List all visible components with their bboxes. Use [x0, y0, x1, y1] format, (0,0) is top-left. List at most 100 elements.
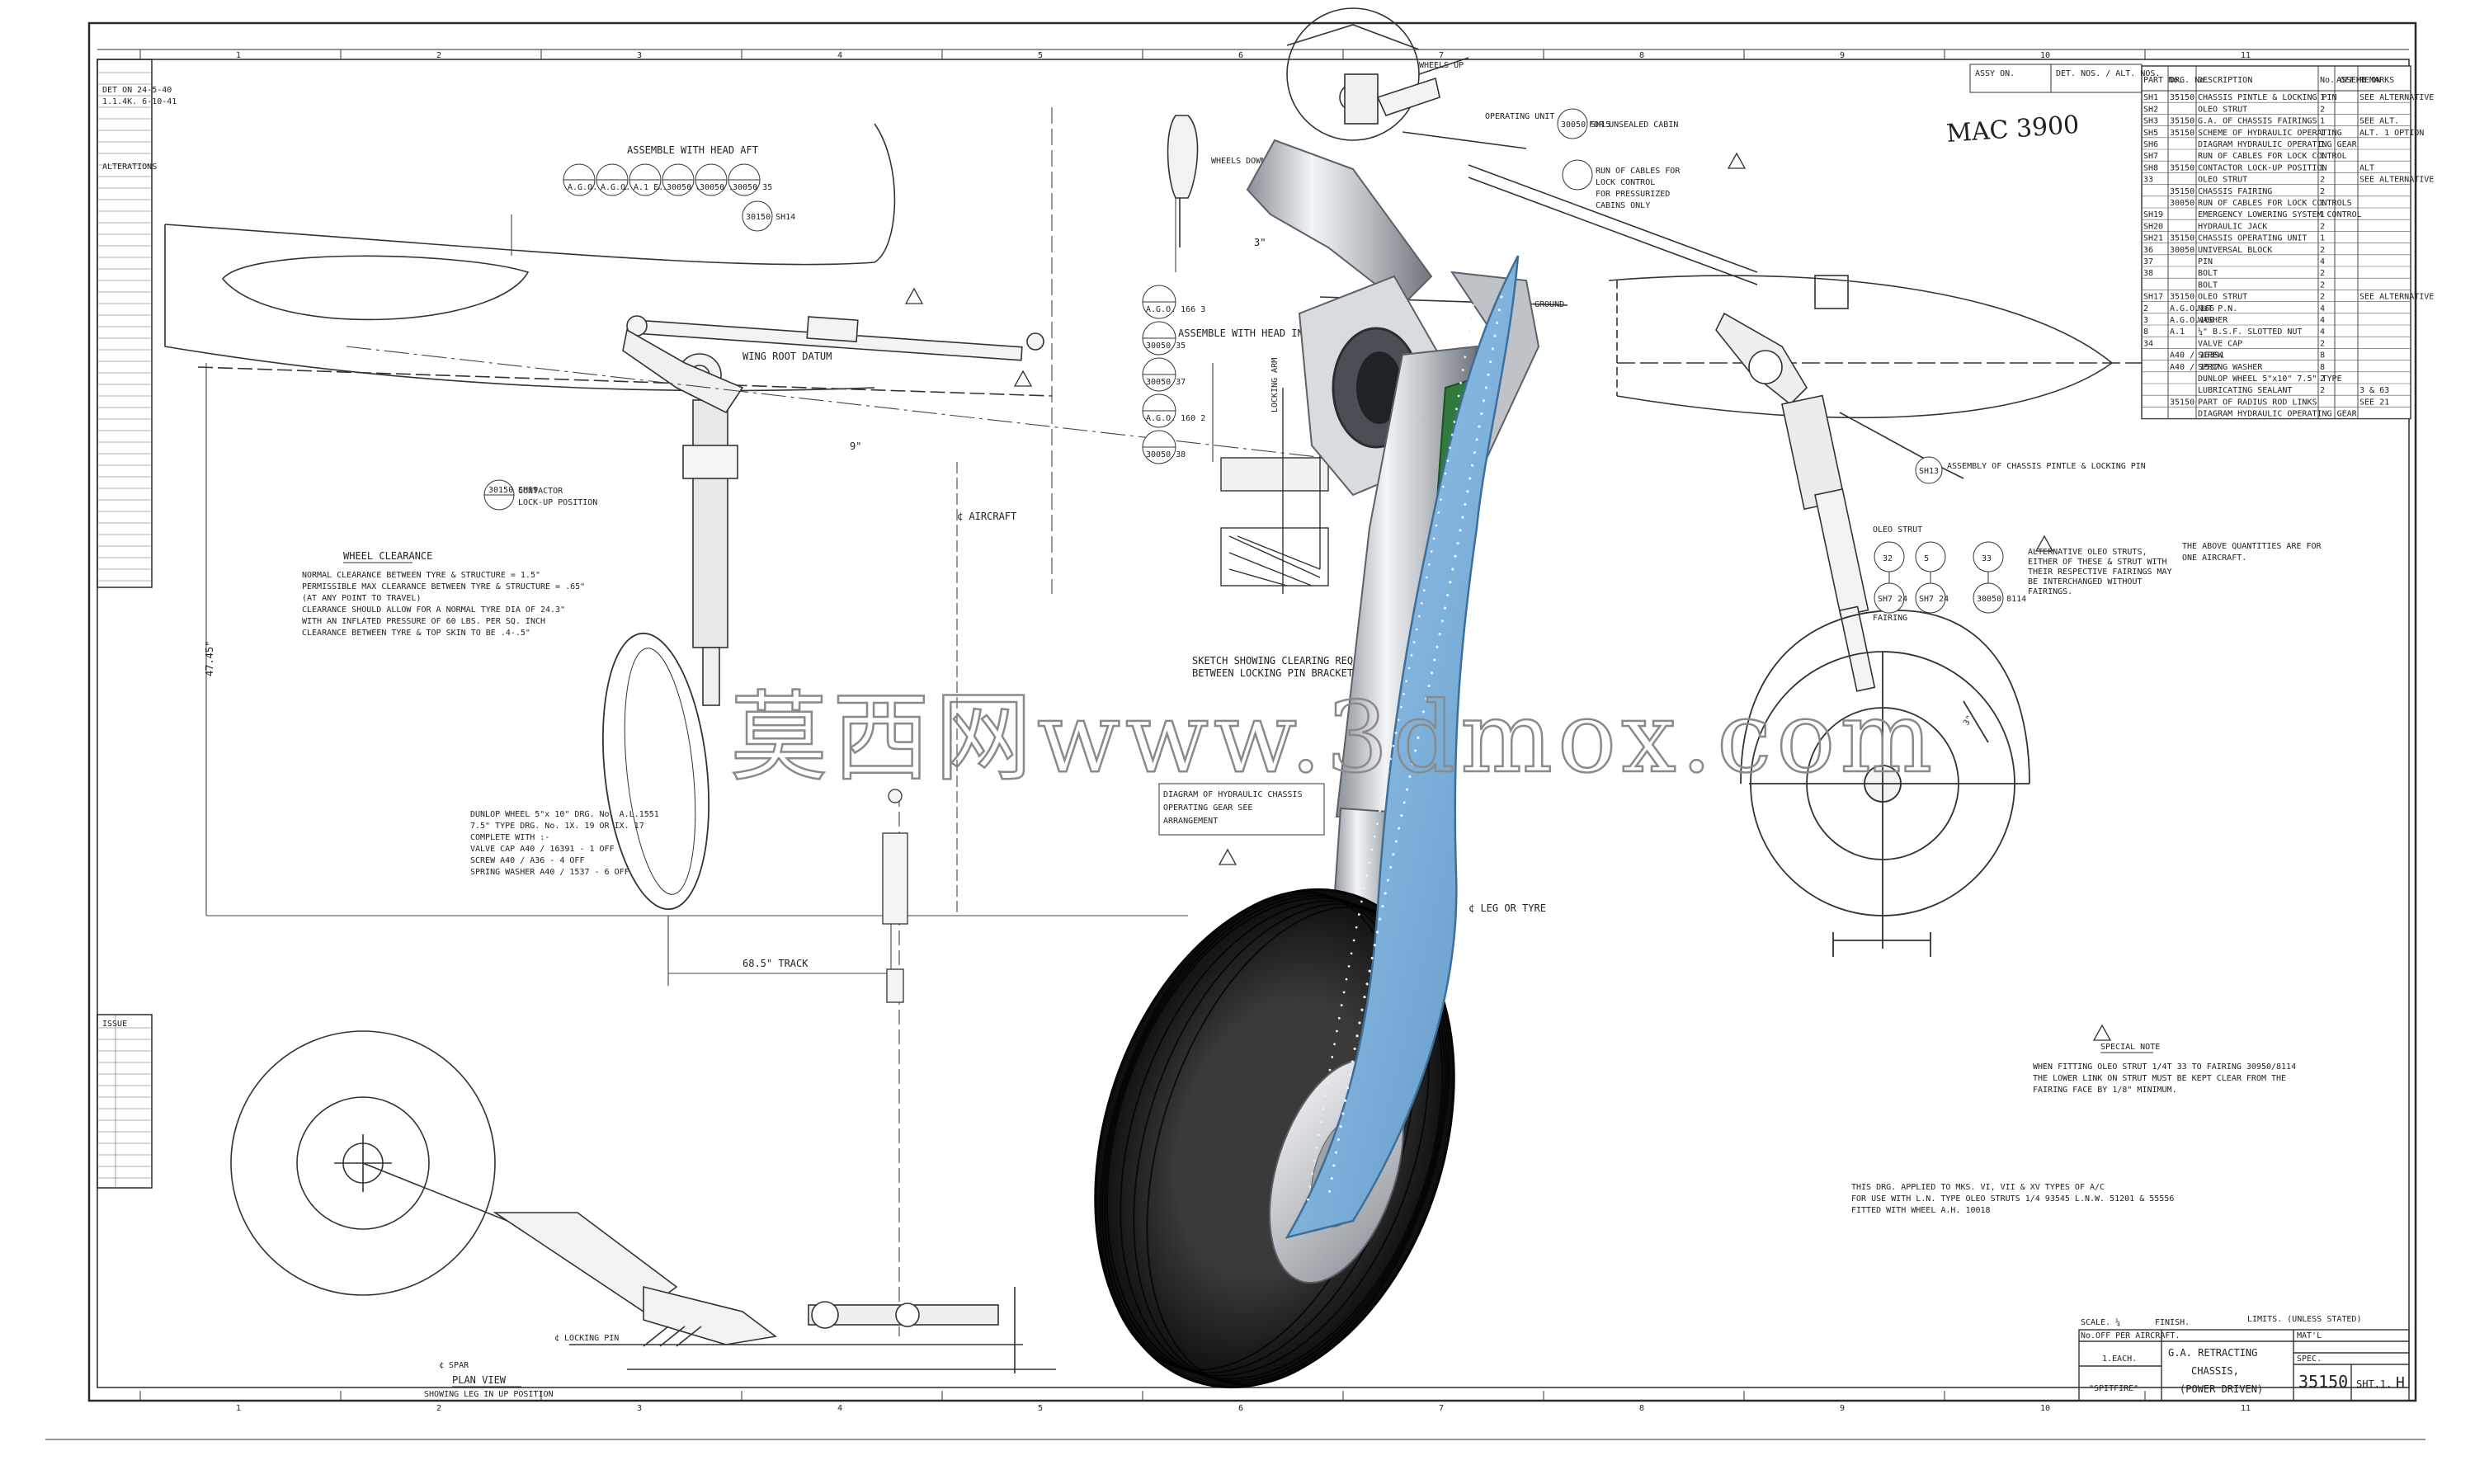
- spar-label: ¢ SPAR: [439, 1361, 469, 1370]
- wheel-clearance-line: NORMAL CLEARANCE BETWEEN TYRE & STRUCTUR…: [302, 571, 540, 580]
- column-number-top: 5: [1038, 51, 1043, 60]
- table-cell: 1: [2320, 117, 2325, 126]
- alt-strut-note: ALTERNATIVE OLEO STRUTS,EITHER OF THESE …: [2028, 548, 2172, 596]
- table-cell: 2: [2320, 246, 2325, 255]
- sheet-frame: [45, 21, 2426, 1440]
- issue-label: ISSUE: [102, 1020, 127, 1029]
- table-cell: RUN OF CABLES FOR LOCK CONTROLS: [2198, 199, 2352, 208]
- landing-gear-render: [1094, 139, 1540, 1389]
- table-cell: 1: [2320, 199, 2325, 208]
- table-cell: 35150: [2170, 234, 2194, 243]
- list-heading-2: 1.1.4K. 6-10-41: [102, 97, 177, 106]
- table-cell: 2: [2320, 105, 2325, 114]
- table-cell: SEE ALT.: [2360, 117, 2399, 126]
- table-cell: SEE ALTERNATIVE: [2360, 293, 2434, 302]
- table-cell: 1: [2320, 152, 2325, 161]
- table-cell: 30050: [2170, 199, 2194, 208]
- table-cell: A40 / 16391: [2170, 351, 2224, 360]
- table-cell: A40 / 1537: [2170, 363, 2219, 372]
- spec-label: SPEC.: [2297, 1354, 2322, 1364]
- table-cell: 2: [2320, 339, 2325, 348]
- hydraulic-note: DIAGRAM OF HYDRAULIC CHASSIS OPERATING G…: [1158, 783, 1325, 836]
- wheel-clearance-line: (AT ANY POINT TO TRAVEL): [302, 594, 422, 603]
- column-number-top: 9: [1840, 51, 1845, 60]
- table-cell: EMERGENCY LOWERING SYSTEM CONTROL: [2198, 210, 2362, 219]
- table-cell: 4: [2320, 327, 2325, 337]
- table-header: No. OFF: [2320, 76, 2355, 85]
- tyre-edge-left: [601, 632, 710, 911]
- strut-balloon: [1915, 541, 1946, 572]
- column-number-bottom: 2: [436, 1404, 441, 1413]
- wheel-clearance-line: CLEARANCE SHOULD ALLOW FOR A NORMAL TYRE…: [302, 605, 565, 615]
- table-cell: 3: [2143, 316, 2148, 325]
- table-cell: 35150: [2170, 187, 2194, 196]
- bearing-bore-inner: [1356, 351, 1402, 424]
- hydraulic-note-1: DIAGRAM OF HYDRAULIC CHASSIS: [1163, 790, 1303, 799]
- table-cell: 2: [2320, 222, 2325, 231]
- table-cell: SH7: [2143, 152, 2158, 161]
- strut-balloon-text: 5: [1924, 554, 1929, 563]
- table-cell: 1: [2320, 140, 2325, 149]
- table-cell: SH20: [2143, 222, 2163, 231]
- column-number-top: 6: [1238, 51, 1243, 60]
- assemble-head-aft-label: ASSEMBLE WITH HEAD AFT: [627, 144, 758, 156]
- sh15-text: 30050 SH15: [1561, 120, 1610, 130]
- wing-outline-left: [164, 123, 1053, 397]
- strut-balloon-text: SH7 24: [1878, 595, 1907, 604]
- alt-strut-line: FAIRINGS.: [2028, 587, 2072, 596]
- assy-ref-label: ASSY ON.: [1975, 69, 2015, 78]
- plan-view-title: PLAN VIEW: [452, 1374, 507, 1386]
- alt-strut-line: THEIR RESPECTIVE FAIRINGS MAY: [2028, 568, 2172, 577]
- wheel-clearance-title: WHEEL CLEARANCE: [343, 550, 432, 562]
- alt-strut-line: EITHER OF THESE & STRUT WITH: [2028, 558, 2167, 567]
- operating-unit-label: OPERATING UNIT: [1485, 112, 1554, 121]
- table-cell: 34: [2143, 339, 2153, 348]
- sh14-text: 30150 SH14: [746, 213, 795, 222]
- column-number-bottom: 6: [1238, 1404, 1243, 1413]
- table-cell: BOLT: [2198, 269, 2218, 278]
- dunlop-line: SCREW A40 / A36 - 4 OFF: [470, 856, 584, 865]
- top-balloon-row: A.G.O. 166 2A.G.O. 166 3A.1 E.S.30050 8k…: [563, 163, 772, 196]
- table-cell: SCREW: [2198, 351, 2223, 360]
- balloon-text: 30050 37: [700, 183, 739, 192]
- table-cell: A.1: [2170, 327, 2185, 337]
- dim-9-label: 9": [850, 440, 861, 452]
- alt-strut-line: BE INTERCHANGED WITHOUT: [2028, 577, 2142, 587]
- table-cell: 33: [2143, 176, 2153, 185]
- table-cell: 1: [2320, 93, 2325, 102]
- column-number-top: 3: [637, 51, 642, 60]
- table-cell: 1: [2320, 129, 2325, 138]
- warning-triangle-icon: [1013, 370, 1033, 387]
- balloon-sh15: 30050 SH15 FOR UNSEALED CABIN: [1557, 108, 1678, 139]
- table-cell: SH3: [2143, 117, 2158, 126]
- table-cell: LUBRICATING SEALANT: [2198, 386, 2292, 395]
- table-cell: 35150: [2170, 129, 2194, 138]
- table-cell: RUN OF CABLES FOR LOCK CONTROL: [2198, 152, 2347, 161]
- alt-strut-line: ALTERNATIVE OLEO STRUTS,: [2028, 548, 2147, 557]
- table-header: DESCRIPTION: [2198, 76, 2252, 85]
- locking-pin-sketch: [1220, 388, 1329, 594]
- wheels-up-label: WHEELS UP: [1419, 61, 1464, 70]
- table-cell: 1: [2320, 163, 2325, 172]
- alterations-label: ALTERATIONS: [102, 163, 157, 172]
- table-cell: PIN: [2198, 257, 2213, 266]
- contactor-no: 30150 SH19: [488, 486, 538, 495]
- table-header: PART No.: [2143, 76, 2183, 85]
- table-cell: SEE 21: [2360, 398, 2389, 407]
- table-cell: ALT: [2360, 163, 2374, 172]
- spitfire-label: "SPITFIRE": [2089, 1384, 2138, 1393]
- wing-root-label: WING ROOT DATUM: [742, 351, 832, 362]
- title-block: [2078, 1329, 2410, 1402]
- blue-fairing: [1285, 255, 1520, 1239]
- table-cell: 36: [2143, 246, 2153, 255]
- balloon-text: A.G.O. 160 2: [1146, 414, 1205, 423]
- table-cell: SH19: [2143, 210, 2163, 219]
- balloon-text: 30050 38: [1146, 450, 1186, 459]
- table-cell: 8: [2143, 327, 2148, 337]
- run-cables-4: CABINS ONLY: [1596, 201, 1650, 210]
- column-number-top: 2: [436, 51, 441, 60]
- locking-arm-label: LOCKING ARM: [1270, 358, 1280, 412]
- ground-label: GROUND: [1534, 300, 1564, 309]
- table-cell: CHASSIS OPERATING UNIT: [2198, 234, 2307, 243]
